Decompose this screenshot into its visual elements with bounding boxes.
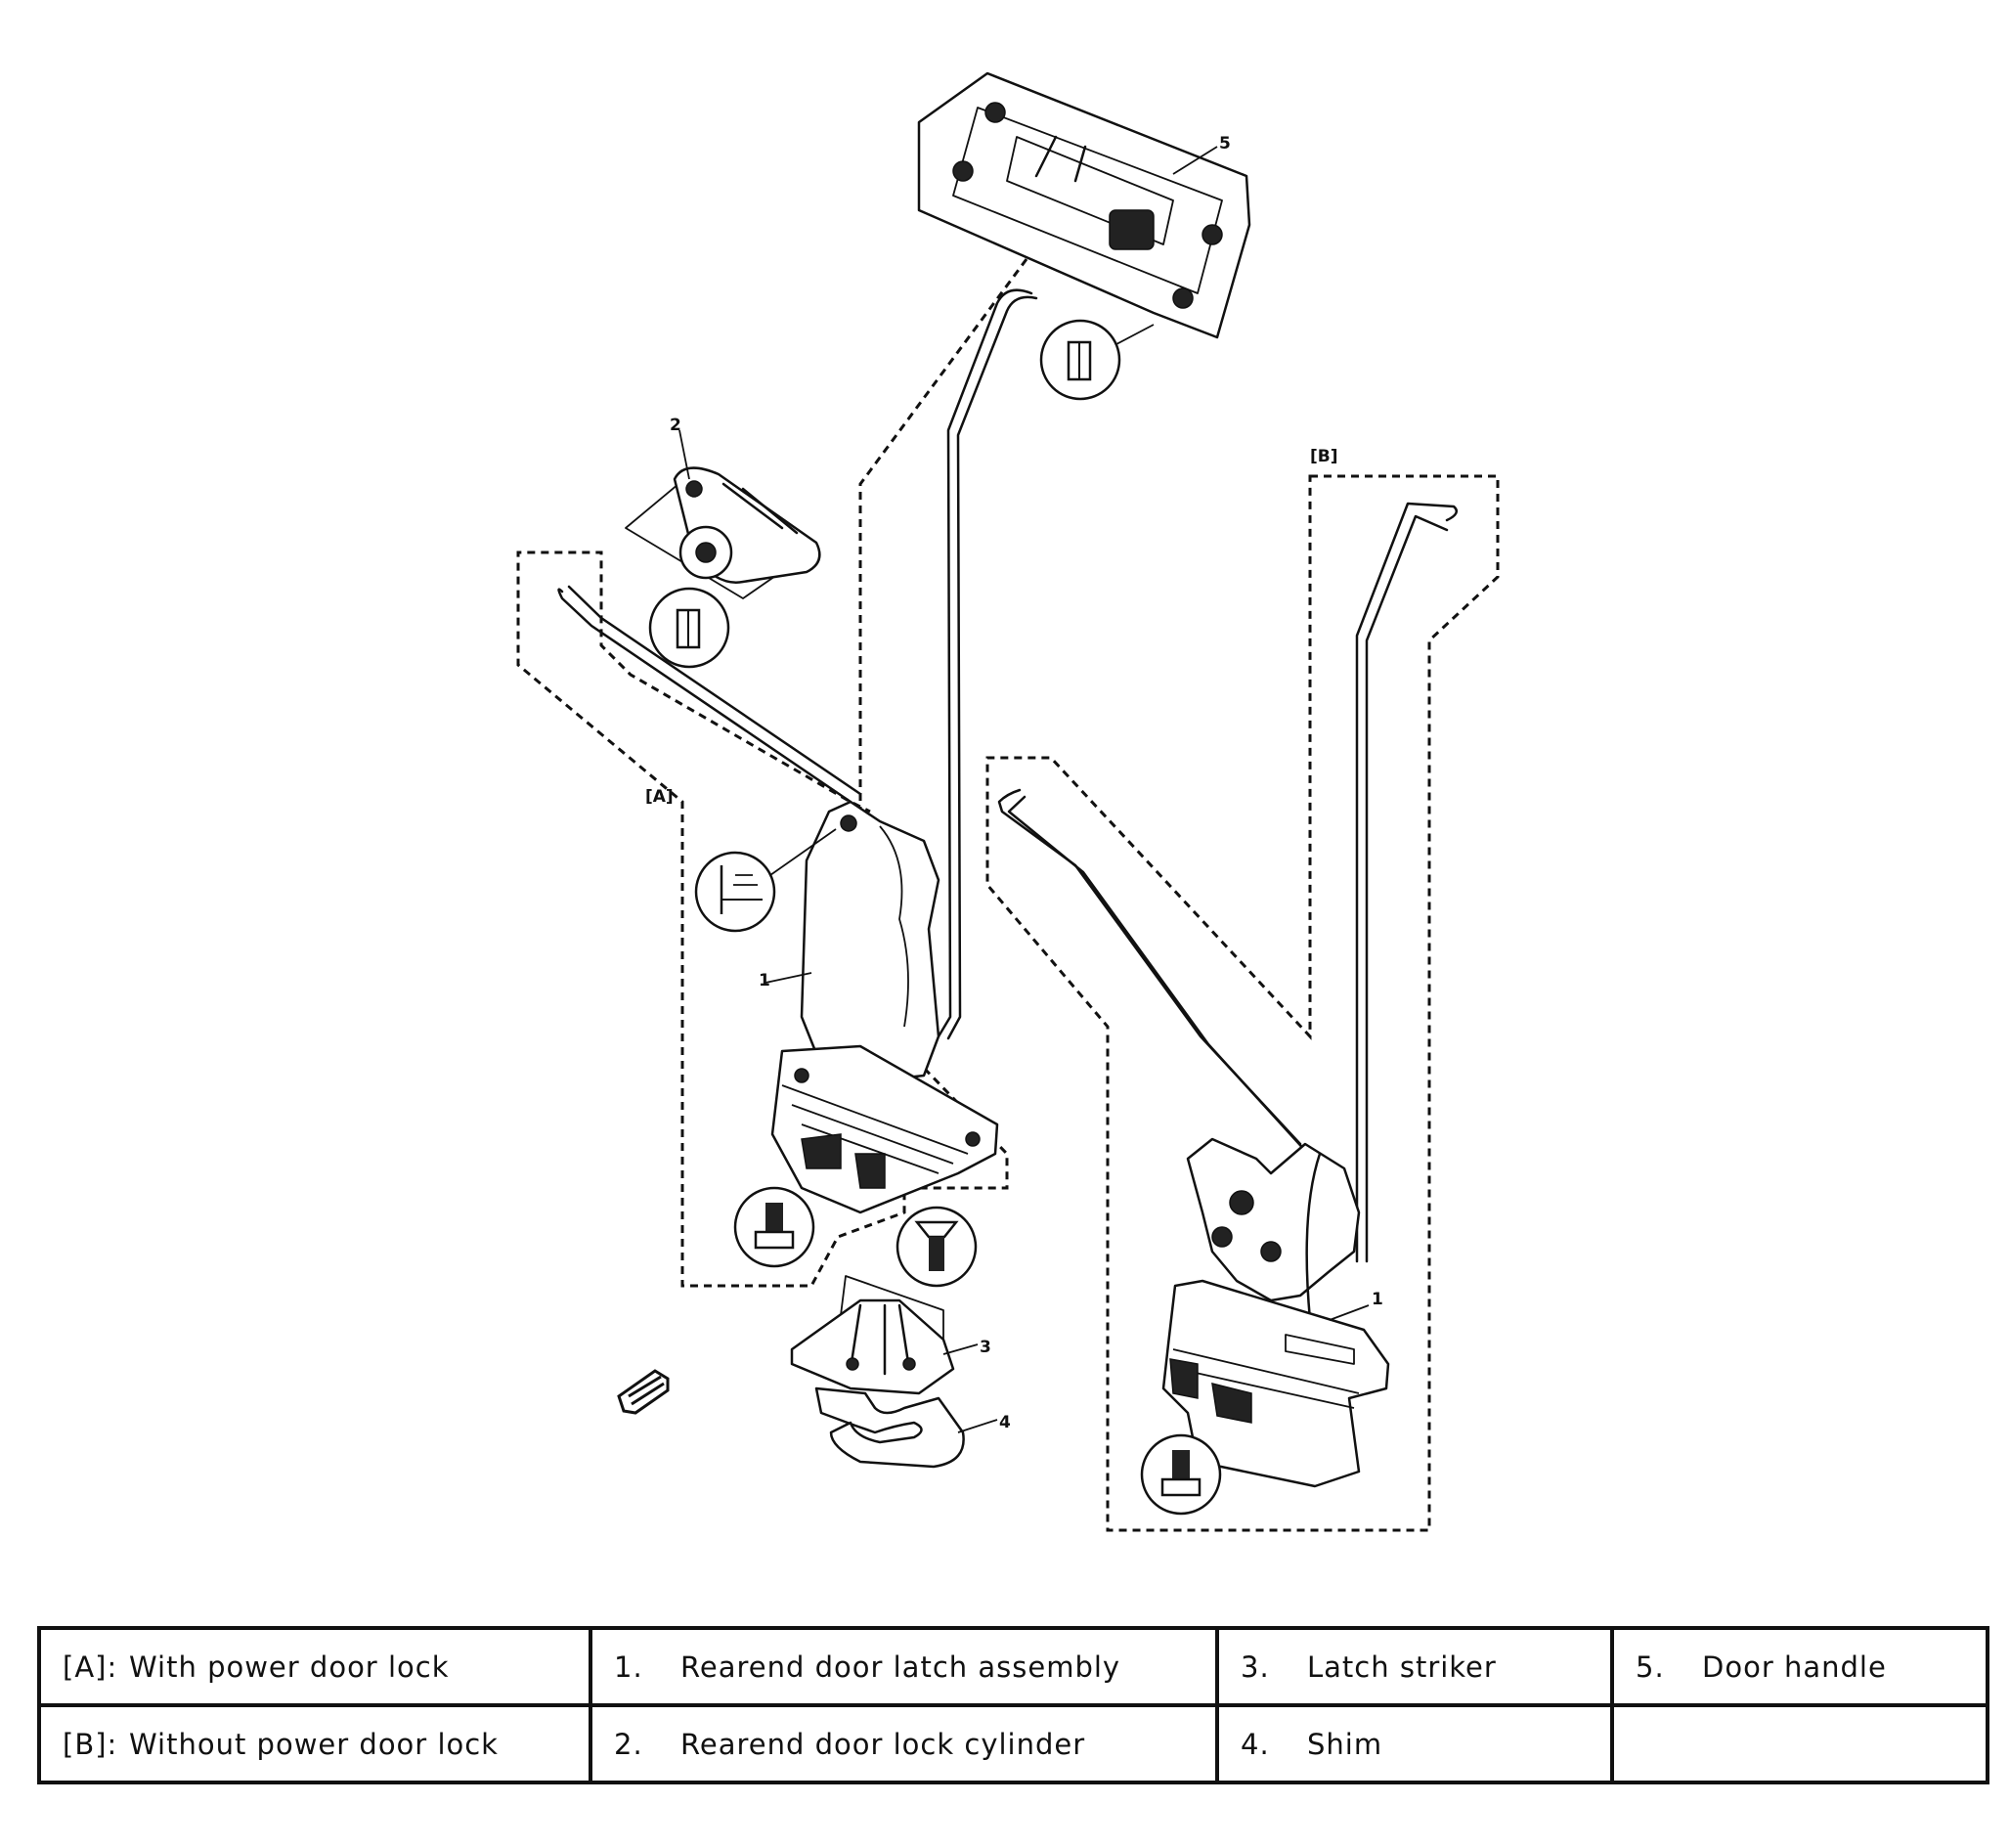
legend-cell: [B]:Without power door lock	[37, 1703, 592, 1784]
callout-a: [A]	[645, 787, 674, 807]
legend-row: [B]:Without power door lock 2.Rearend do…	[37, 1703, 1989, 1784]
legend-cell: 2.Rearend door lock cylinder	[589, 1703, 1219, 1784]
legend-cell: 1.Rearend door latch assembly	[589, 1626, 1219, 1707]
bolt-tighten-icon	[733, 1186, 815, 1268]
grease-apply-icon	[648, 587, 730, 669]
grease-apply-icon	[1039, 319, 1121, 401]
bolt-tighten-icon	[1140, 1433, 1222, 1516]
latch-assembly-a-part	[770, 800, 999, 1214]
latch-striker-part	[790, 1275, 955, 1395]
legend-cell: 3.Latch striker	[1215, 1626, 1614, 1707]
callout-5: 5	[1219, 134, 1231, 154]
rod-b-vertical	[1355, 502, 1459, 1263]
legend-cell: [A]:With power door lock	[37, 1626, 592, 1707]
grease-apply-icon	[694, 851, 776, 933]
legend-row: [A]:With power door lock 1.Rearend door …	[37, 1626, 1989, 1707]
legend-cell: 4.Shim	[1215, 1703, 1614, 1784]
callout-4: 4	[999, 1413, 1011, 1432]
cylinder-rod	[557, 588, 852, 804]
front-arrow-icon	[617, 1369, 670, 1415]
callout-3: 3	[980, 1338, 991, 1357]
latch-assembly-b-part	[1161, 1137, 1390, 1488]
callout-1b: 1	[1372, 1290, 1383, 1309]
door-handle-part	[917, 71, 1251, 339]
screw-icon	[896, 1206, 978, 1288]
handle-rod	[937, 288, 1033, 1038]
outline-b	[985, 474, 1500, 1532]
lock-cylinder-part	[625, 466, 821, 599]
legend-cell: 5.Door handle	[1610, 1626, 1989, 1707]
legend-cell-empty	[1610, 1703, 1989, 1784]
legend-table: [A]:With power door lock 1.Rearend door …	[37, 1626, 1989, 1784]
shim-part	[814, 1386, 965, 1469]
callout-2: 2	[670, 416, 681, 435]
rod-b-diagonal	[997, 788, 1302, 1146]
callout-1a: 1	[759, 971, 770, 990]
callout-b: [B]	[1310, 447, 1338, 466]
exploded-parts-diagram: 5 2 1	[516, 71, 1500, 1532]
